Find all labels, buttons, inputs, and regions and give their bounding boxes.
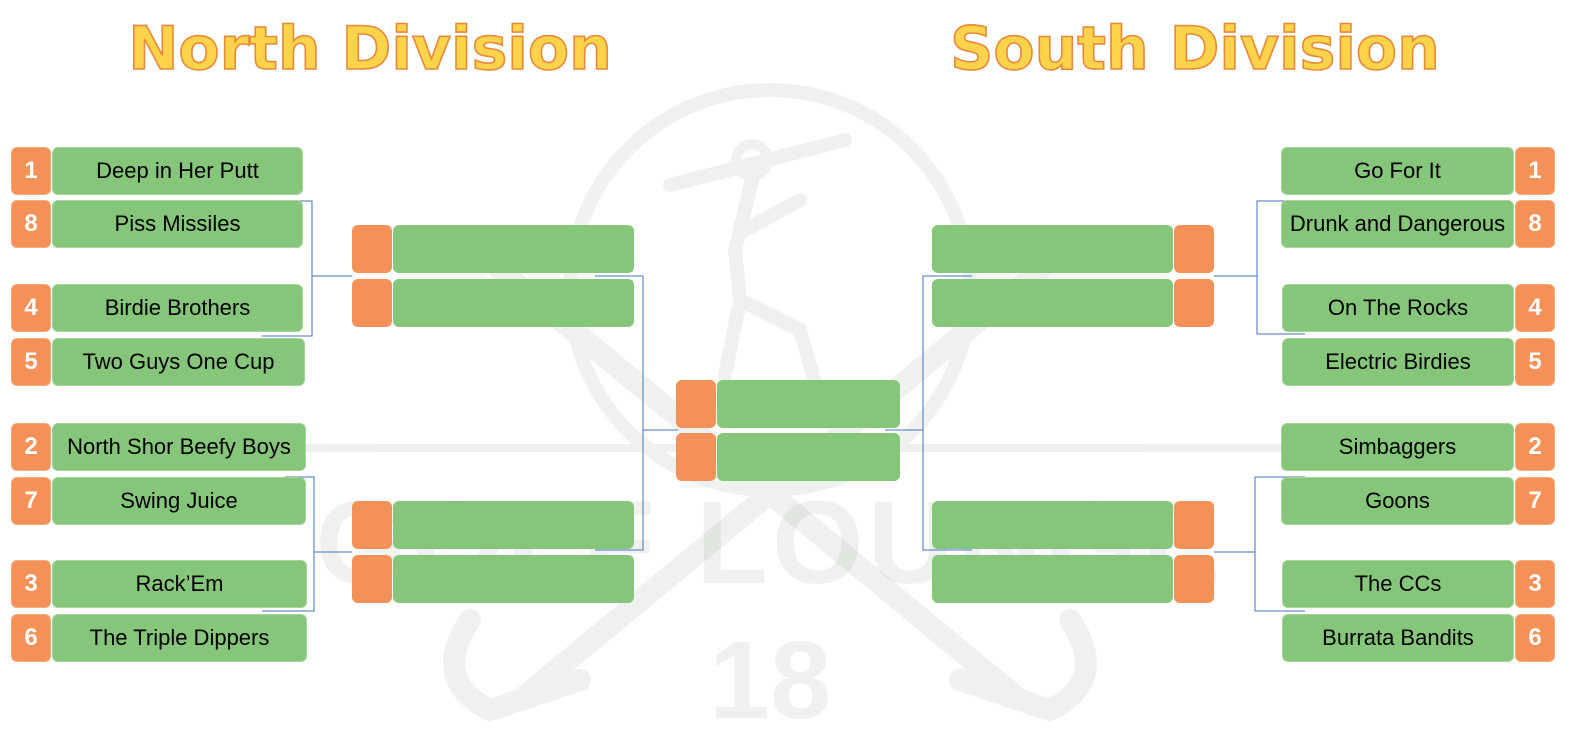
team-slot[interactable]: Swing Juice — [52, 477, 306, 525]
team-slot[interactable]: Two Guys One Cup — [52, 338, 305, 386]
seed-slot-empty — [1174, 225, 1214, 273]
seed-badge: 1 — [1515, 147, 1555, 195]
seed-badge: 6 — [11, 614, 51, 662]
seed-slot-empty — [1174, 501, 1214, 549]
seed-badge: 2 — [1515, 423, 1555, 471]
team-slot-empty[interactable] — [717, 380, 900, 428]
team-slot[interactable]: The Triple Dippers — [52, 614, 307, 662]
team-slot-empty[interactable] — [393, 501, 634, 549]
seed-badge: 5 — [11, 338, 51, 386]
team-slot[interactable]: Rack’Em — [52, 560, 307, 608]
team-slot-empty[interactable] — [393, 225, 634, 273]
team-slot-empty[interactable] — [932, 225, 1173, 273]
seed-slot-empty — [352, 225, 392, 273]
seed-slot-empty — [352, 555, 392, 603]
south-division-title: South Division — [949, 13, 1440, 85]
team-slot[interactable]: Goons — [1281, 477, 1514, 525]
seed-badge: 3 — [1515, 560, 1555, 608]
team-slot[interactable]: Burrata Bandits — [1282, 614, 1514, 662]
seed-badge: 1 — [11, 147, 51, 195]
team-slot[interactable]: Piss Missiles — [52, 200, 303, 248]
team-slot[interactable]: Go For It — [1281, 147, 1514, 195]
seed-slot-empty — [1174, 555, 1214, 603]
team-slot[interactable]: Drunk and Dangerous — [1281, 200, 1514, 248]
seed-slot-empty — [352, 279, 392, 327]
seed-badge: 7 — [1515, 477, 1555, 525]
seed-badge: 4 — [1515, 284, 1555, 332]
seed-badge: 7 — [11, 477, 51, 525]
seed-badge: 5 — [1515, 338, 1555, 386]
team-slot-empty[interactable] — [932, 555, 1173, 603]
seed-slot-empty — [352, 501, 392, 549]
team-slot[interactable]: Simbaggers — [1281, 423, 1514, 471]
seed-badge: 2 — [11, 423, 51, 471]
seed-badge: 8 — [11, 200, 51, 248]
team-slot[interactable]: North Shor Beefy Boys — [52, 423, 306, 471]
team-slot-empty[interactable] — [932, 501, 1173, 549]
team-slot[interactable]: On The Rocks — [1282, 284, 1514, 332]
watermark-number: 18 — [709, 619, 831, 742]
team-slot-empty[interactable] — [717, 433, 900, 481]
team-slot[interactable]: Deep in Her Putt — [52, 147, 303, 195]
team-slot[interactable]: Electric Birdies — [1282, 338, 1514, 386]
team-slot-empty[interactable] — [393, 555, 634, 603]
team-slot[interactable]: Birdie Brothers — [52, 284, 303, 332]
seed-badge: 3 — [11, 560, 51, 608]
team-slot-empty[interactable] — [932, 279, 1173, 327]
seed-slot-empty — [676, 433, 716, 481]
north-division-title: North Division — [127, 13, 612, 85]
team-slot[interactable]: The CCs — [1282, 560, 1514, 608]
team-slot-empty[interactable] — [393, 279, 634, 327]
seed-badge: 4 — [11, 284, 51, 332]
seed-slot-empty — [676, 380, 716, 428]
seed-badge: 8 — [1515, 200, 1555, 248]
seed-slot-empty — [1174, 279, 1214, 327]
seed-badge: 6 — [1515, 614, 1555, 662]
